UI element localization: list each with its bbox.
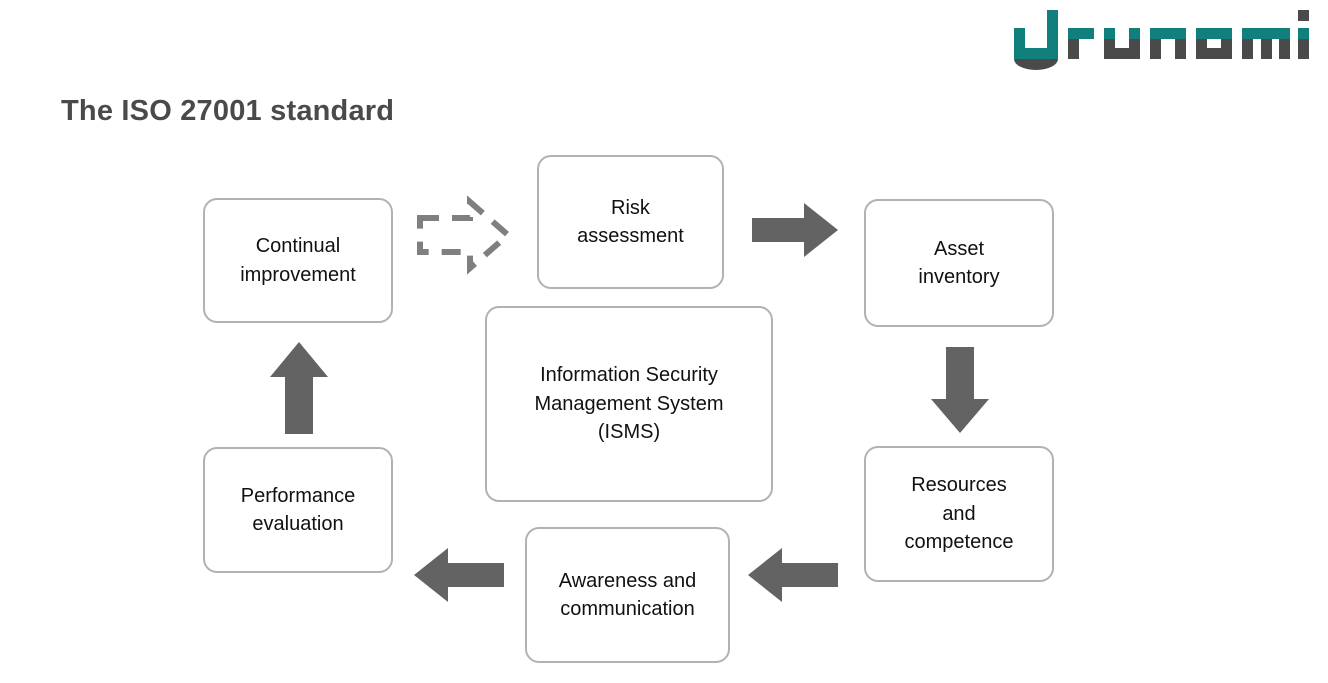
node-label-line: communication xyxy=(560,598,695,620)
node-label: Awareness and communication xyxy=(537,567,718,624)
node-label: Asset inventory xyxy=(876,235,1042,292)
node-label: Performance evaluation xyxy=(215,482,381,539)
node-continual-improvement[interactable]: Continual improvement xyxy=(203,198,393,323)
node-label-line: competence xyxy=(904,531,1014,554)
node-label-line: Risk xyxy=(611,196,650,219)
node-label-line: Awareness and xyxy=(558,569,697,592)
node-label-line: Asset xyxy=(933,237,985,260)
node-performance-evaluation[interactable]: Performance evaluation xyxy=(203,447,393,573)
node-label: Information Security Management System (… xyxy=(497,361,761,446)
node-label-line: and xyxy=(942,502,976,525)
arrow-right-risk-to-asset-icon xyxy=(752,203,838,257)
page-title: The ISO 27001 standard xyxy=(61,95,395,127)
arrow-up-performance-to-continual-icon xyxy=(270,342,328,434)
node-label-line: inventory xyxy=(918,266,1000,288)
node-label-line: improvement xyxy=(240,263,356,286)
node-label-line: Resources xyxy=(911,474,1007,497)
node-label-line: Performance xyxy=(240,484,356,507)
node-asset-inventory[interactable]: Asset inventory xyxy=(864,199,1054,327)
arrow-right-dashed-continual-to-risk-icon xyxy=(417,195,513,275)
node-label-line: Management System xyxy=(534,392,724,415)
node-awareness-and-communication[interactable]: Awareness and communication xyxy=(525,527,730,663)
node-label-line: Information Security xyxy=(540,364,718,387)
arrow-down-asset-to-resources-icon xyxy=(931,347,989,433)
drunomics-logo xyxy=(1012,8,1312,70)
drunomics-logo-mark xyxy=(1014,10,1309,70)
node-isms-center[interactable]: Information Security Management System (… xyxy=(485,306,773,502)
node-risk-assessment[interactable]: Risk assessment xyxy=(537,155,724,289)
node-label-line: evaluation xyxy=(252,513,344,535)
node-resources-and-competence[interactable]: Resources and competence xyxy=(864,446,1054,582)
node-label-line: (ISMS) xyxy=(597,421,661,444)
arrow-left-awareness-to-performance-icon xyxy=(414,548,504,602)
node-label-line: Continual xyxy=(255,235,341,258)
node-label: Resources and competence xyxy=(876,471,1042,556)
node-label: Risk assessment xyxy=(549,194,712,251)
node-label-line: assessment xyxy=(577,225,684,247)
node-label: Continual improvement xyxy=(215,232,381,289)
arrow-left-resources-to-awareness-icon xyxy=(748,548,838,602)
